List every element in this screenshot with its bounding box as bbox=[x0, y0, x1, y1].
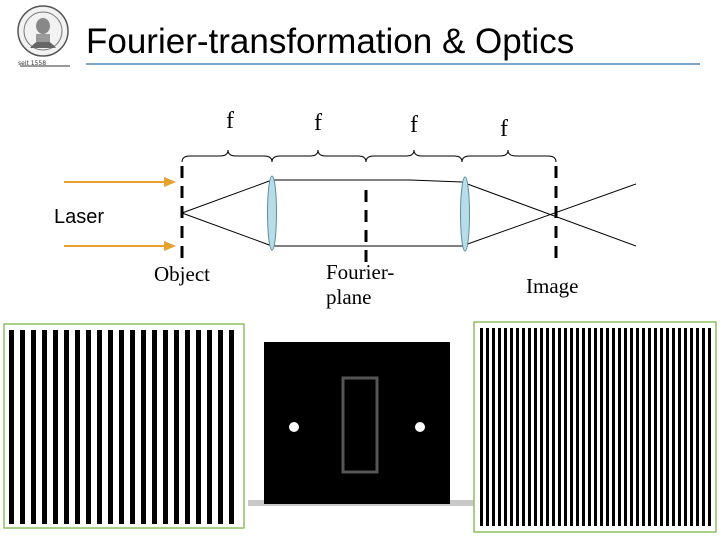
fourier-plane-label-line2: plane bbox=[326, 285, 372, 309]
object-grating-bar-10 bbox=[119, 330, 124, 524]
image-grating-bar-4 bbox=[504, 328, 507, 526]
image-grating-bar-15 bbox=[570, 328, 573, 526]
image-grating-bar-14 bbox=[564, 328, 567, 526]
focal-label-3: f bbox=[410, 112, 418, 138]
image-grating-bar-19 bbox=[594, 328, 597, 526]
image-grating-bar-35 bbox=[690, 328, 693, 526]
image-grating-bar-20 bbox=[600, 328, 603, 526]
object-grating-bar-7 bbox=[86, 330, 91, 524]
object-grating-bar-13 bbox=[152, 330, 157, 524]
image-grating-bar-18 bbox=[588, 328, 591, 526]
fourier-plane-label-line1: Fourier- bbox=[326, 260, 395, 284]
brace-f1 bbox=[181, 149, 273, 163]
image-grating-bar-37 bbox=[702, 328, 705, 526]
object-grating-bar-20 bbox=[229, 330, 234, 524]
object-grating-bar-1 bbox=[20, 330, 25, 524]
object-grating-bar-12 bbox=[141, 330, 146, 524]
seal-caption: seit 1558 bbox=[18, 60, 47, 67]
brace-f2 bbox=[271, 149, 367, 163]
image-grating-bar-2 bbox=[492, 328, 495, 526]
image-label: Image bbox=[526, 274, 579, 298]
image-grating-bar-33 bbox=[678, 328, 681, 526]
image-grating-bar-9 bbox=[534, 328, 537, 526]
object-grating-bar-6 bbox=[75, 330, 80, 524]
object-grating-bar-14 bbox=[163, 330, 168, 524]
image-grating-bars bbox=[480, 328, 711, 526]
focal-label-2: f bbox=[314, 110, 322, 136]
ray-4 bbox=[409, 179, 463, 183]
fourier-aperture bbox=[341, 376, 379, 474]
image-grating-bar-1 bbox=[486, 328, 489, 526]
image-grating-bar-10 bbox=[540, 328, 543, 526]
image-grating-bar-27 bbox=[642, 328, 645, 526]
image-grating-bar-3 bbox=[498, 328, 501, 526]
lens-2 bbox=[460, 176, 470, 252]
image-grating-bar-32 bbox=[672, 328, 675, 526]
image-grating-bar-11 bbox=[546, 328, 549, 526]
object-grating-bar-2 bbox=[31, 330, 36, 524]
image-grating-bar-29 bbox=[654, 328, 657, 526]
image-grating-bar-7 bbox=[522, 328, 525, 526]
object-grating-bar-19 bbox=[218, 330, 223, 524]
object-grating-bar-9 bbox=[108, 330, 113, 524]
object-grating-bar-4 bbox=[53, 330, 58, 524]
image-grating-bar-16 bbox=[576, 328, 579, 526]
focal-label-4: f bbox=[500, 116, 508, 142]
image-grating-bar-28 bbox=[648, 328, 651, 526]
ray-2 bbox=[181, 212, 273, 247]
image-grating-bar-38 bbox=[708, 328, 711, 526]
image-grating-bar-21 bbox=[606, 328, 609, 526]
focal-label-1: f bbox=[226, 108, 234, 134]
object-grating-bars bbox=[9, 330, 234, 524]
image-grating-bar-17 bbox=[582, 328, 585, 526]
image-grating-bar-5 bbox=[510, 328, 513, 526]
ray-1 bbox=[181, 179, 273, 214]
object-grating-bar-0 bbox=[9, 330, 14, 524]
image-grating-bar-25 bbox=[630, 328, 633, 526]
image-grating-bar-12 bbox=[552, 328, 555, 526]
object-grating-bar-18 bbox=[207, 330, 212, 524]
image-grating-bar-22 bbox=[612, 328, 615, 526]
ray-7 bbox=[461, 183, 637, 247]
image-grating-bar-24 bbox=[624, 328, 627, 526]
object-grating-bar-11 bbox=[130, 330, 135, 524]
image-grating-bar-23 bbox=[618, 328, 621, 526]
image-grating-bar-34 bbox=[684, 328, 687, 526]
image-grating-bar-13 bbox=[558, 328, 561, 526]
laser-arrowhead-top bbox=[164, 177, 176, 187]
object-label: Object bbox=[154, 262, 210, 286]
object-grating-bar-16 bbox=[185, 330, 190, 524]
ray-6 bbox=[461, 181, 637, 247]
laser-label: Laser bbox=[54, 206, 105, 228]
image-grating-bar-8 bbox=[528, 328, 531, 526]
brace-f3 bbox=[365, 149, 463, 163]
image-grating-bar-36 bbox=[696, 328, 699, 526]
lens-1 bbox=[267, 175, 277, 251]
object-grating-bar-3 bbox=[42, 330, 47, 524]
university-seal-icon bbox=[16, 4, 70, 58]
object-grating-bar-15 bbox=[174, 330, 179, 524]
object-grating-bar-17 bbox=[196, 330, 201, 524]
image-grating-bar-6 bbox=[516, 328, 519, 526]
image-grating-bar-26 bbox=[636, 328, 639, 526]
fourier-spot-right bbox=[415, 422, 425, 432]
image-grating-bar-30 bbox=[660, 328, 663, 526]
fourier-spot-left bbox=[289, 422, 299, 432]
object-grating-bar-8 bbox=[97, 330, 102, 524]
laser-arrowhead-bottom bbox=[164, 241, 176, 251]
brace-f4 bbox=[461, 149, 557, 163]
image-grating-bar-31 bbox=[666, 328, 669, 526]
fourier-plane-label: Fourier- plane bbox=[326, 260, 394, 310]
image-grating-bar-0 bbox=[480, 328, 483, 526]
page-title: Fourier-transformation & Optics bbox=[86, 22, 575, 61]
object-grating-bar-5 bbox=[64, 330, 69, 524]
